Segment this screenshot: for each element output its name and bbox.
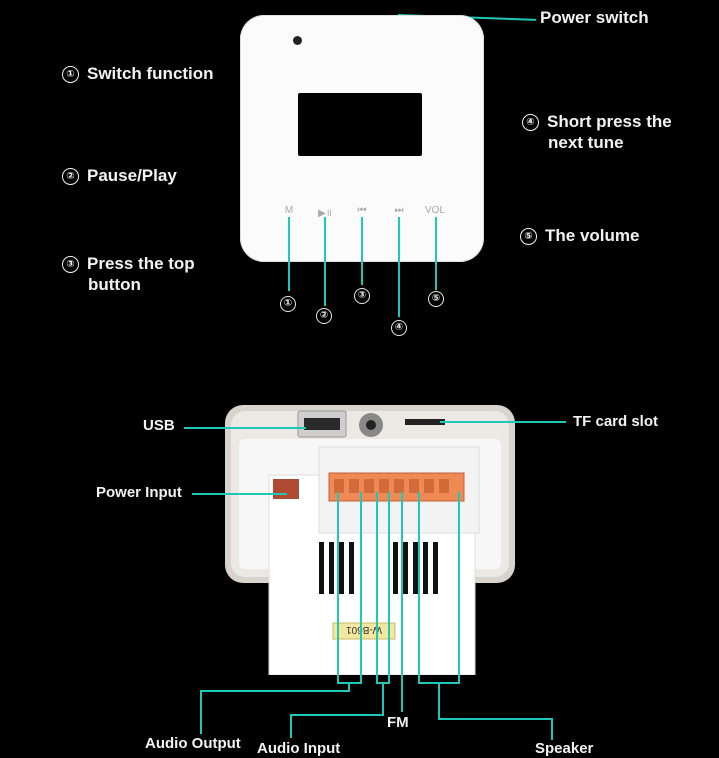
fm-leader (401, 492, 403, 712)
audio-output-drop (200, 690, 202, 734)
usb-label: USB (143, 417, 175, 434)
next-icon[interactable]: ⏭ (394, 205, 404, 216)
audio-output-run (200, 690, 350, 692)
speaker-run (438, 718, 552, 720)
previous-icon[interactable]: ⏮ (357, 205, 367, 216)
power-input-label: Power Input (96, 484, 182, 501)
audio-input-leader-a (376, 492, 378, 682)
audio-output-leader-b (360, 492, 362, 682)
model-sticker: W-B601 (346, 624, 382, 635)
audio-output-leader-a (337, 492, 339, 682)
power-switch-label: Power switch (540, 8, 649, 27)
button2-leader (324, 217, 326, 306)
volume-icon[interactable]: VOL (424, 205, 446, 216)
audio-input-leader-b (388, 492, 390, 682)
audio-output-label: Audio Output (145, 735, 241, 752)
tf-card-label: TF card slot (573, 413, 659, 430)
indicator-dot (293, 36, 302, 45)
button5-number: ⑤ (428, 291, 444, 307)
button5-leader (435, 217, 437, 290)
audio-input-stem (382, 682, 384, 714)
button4-number: ④ (391, 320, 407, 336)
speaker-leader-a (418, 492, 420, 682)
tf-card-leader (440, 421, 566, 423)
button3-number: ③ (354, 288, 370, 304)
mode-icon[interactable]: M (284, 205, 294, 216)
usb-leader (184, 427, 306, 429)
button4-leader (398, 217, 400, 317)
button2-number: ② (316, 308, 332, 324)
fm-label: FM (387, 714, 409, 731)
button1-number: ① (280, 296, 296, 312)
button3-leader (361, 217, 363, 285)
speaker-drop (551, 718, 553, 740)
display-screen (298, 93, 422, 156)
audio-input-label: Audio Input (257, 740, 341, 757)
speaker-panel-back: W-B601 (225, 405, 515, 675)
speaker-leader-b (458, 492, 460, 682)
power-input-leader (192, 493, 287, 495)
audio-input-run (290, 714, 384, 716)
play-pause-icon[interactable]: ▶॥ (318, 208, 332, 219)
audio-output-stem (348, 682, 350, 690)
audio-input-drop (290, 714, 292, 738)
button1-leader (288, 217, 290, 291)
speaker-label: Speaker (535, 740, 594, 757)
speaker-stem (438, 682, 440, 718)
